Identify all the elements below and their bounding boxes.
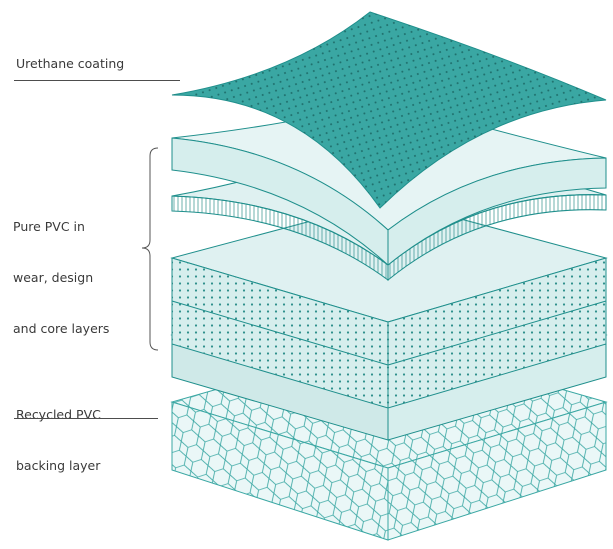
recycled-label: Recycled PVC backing layer	[16, 372, 101, 508]
urethane-rule	[14, 80, 180, 81]
urethane-layer	[171, 11, 607, 209]
pure-pvc-line-3: and core layers	[13, 321, 110, 336]
recycled-rule	[14, 418, 158, 419]
pure-pvc-bracket	[141, 147, 159, 351]
pure-pvc-label: Pure PVC in wear, design and core layers	[13, 184, 109, 371]
urethane-label: Urethane coating	[16, 56, 125, 71]
pure-pvc-line-1: Pure PVC in	[13, 219, 85, 234]
recycled-line-2: backing layer	[16, 458, 101, 473]
recycled-line-1: Recycled PVC	[16, 407, 101, 422]
pure-pvc-line-2: wear, design	[13, 270, 94, 285]
